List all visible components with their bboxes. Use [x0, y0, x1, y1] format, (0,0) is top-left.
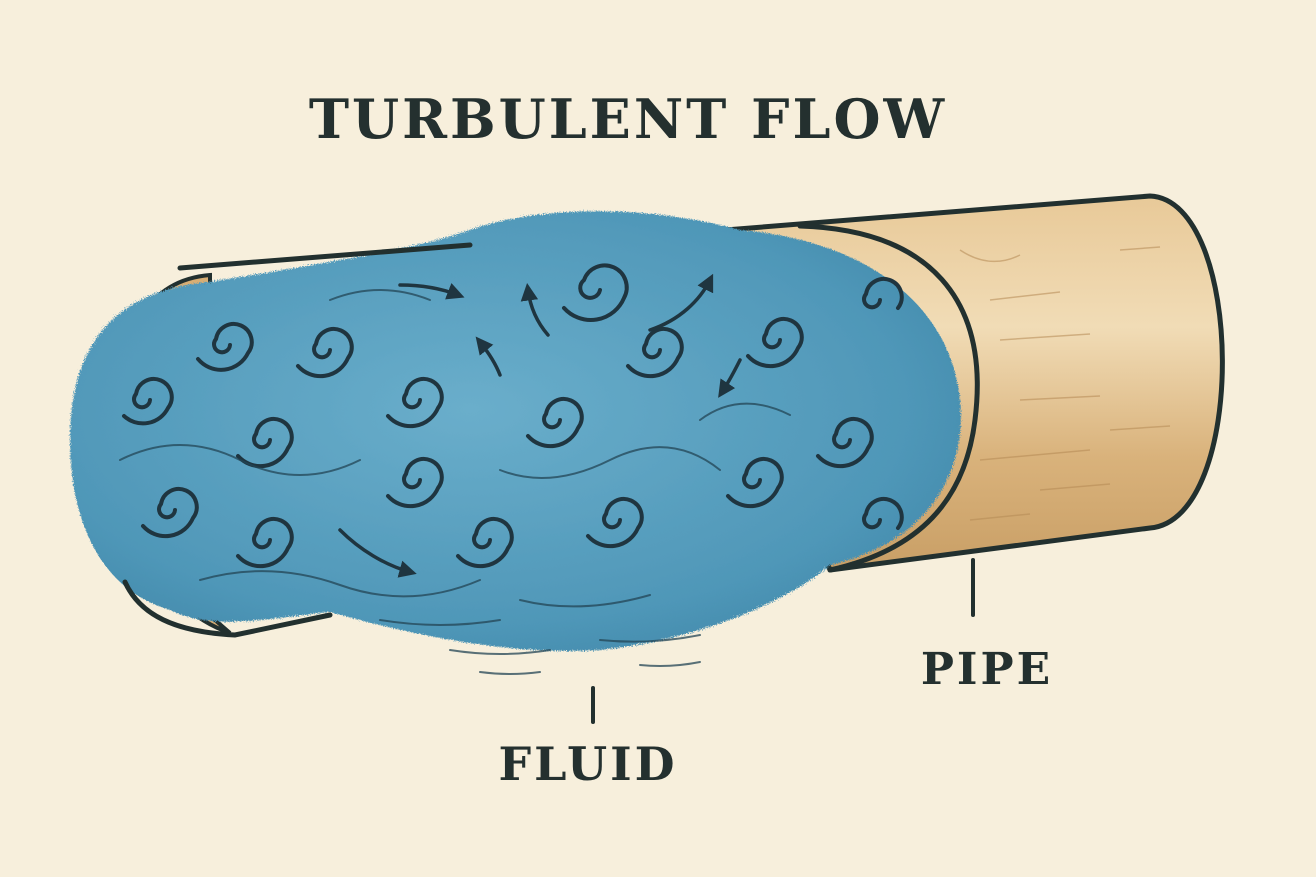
- swirl-icon: [122, 377, 174, 426]
- arrow-icon: [475, 336, 502, 377]
- swirl-icon: [236, 417, 294, 469]
- swirl-icon: [626, 327, 684, 379]
- flow-arrows: [338, 273, 742, 578]
- swirl-icon: [141, 487, 199, 539]
- swirl-icon: [816, 417, 874, 469]
- diagram-title: TURBULENT FLOW: [309, 87, 947, 151]
- arrow-icon: [648, 273, 714, 332]
- swirl-icon: [586, 497, 644, 549]
- arrow-icon: [398, 283, 465, 300]
- pipe-rim: [797, 223, 980, 573]
- pipe-texture: [959, 246, 1171, 521]
- swirl-icon: [746, 317, 804, 369]
- swirl-icon: [862, 497, 904, 530]
- swirl-icon: [296, 327, 354, 379]
- fluid-label: FLUID: [498, 737, 677, 791]
- swirl-icon: [526, 397, 584, 449]
- fluid: [70, 211, 961, 675]
- swirl-icon: [196, 322, 254, 372]
- swirl-icon: [386, 377, 444, 429]
- swirl-icon: [562, 263, 629, 322]
- swirl-icon: [386, 457, 444, 509]
- pipe-top-edge: [177, 242, 473, 271]
- flow-streaks: [119, 289, 791, 675]
- pipe-label: PIPE: [921, 644, 1053, 695]
- swirl-icon: [862, 277, 904, 310]
- arrow-icon: [718, 358, 742, 398]
- swirl-icon: [726, 457, 784, 509]
- swirl-group: [122, 263, 904, 569]
- pipe-bottom-edge: [122, 579, 333, 638]
- swirl-icon: [236, 517, 294, 569]
- arrow-icon: [338, 528, 417, 578]
- swirl-icon: [456, 517, 514, 569]
- arrow-icon: [520, 283, 550, 337]
